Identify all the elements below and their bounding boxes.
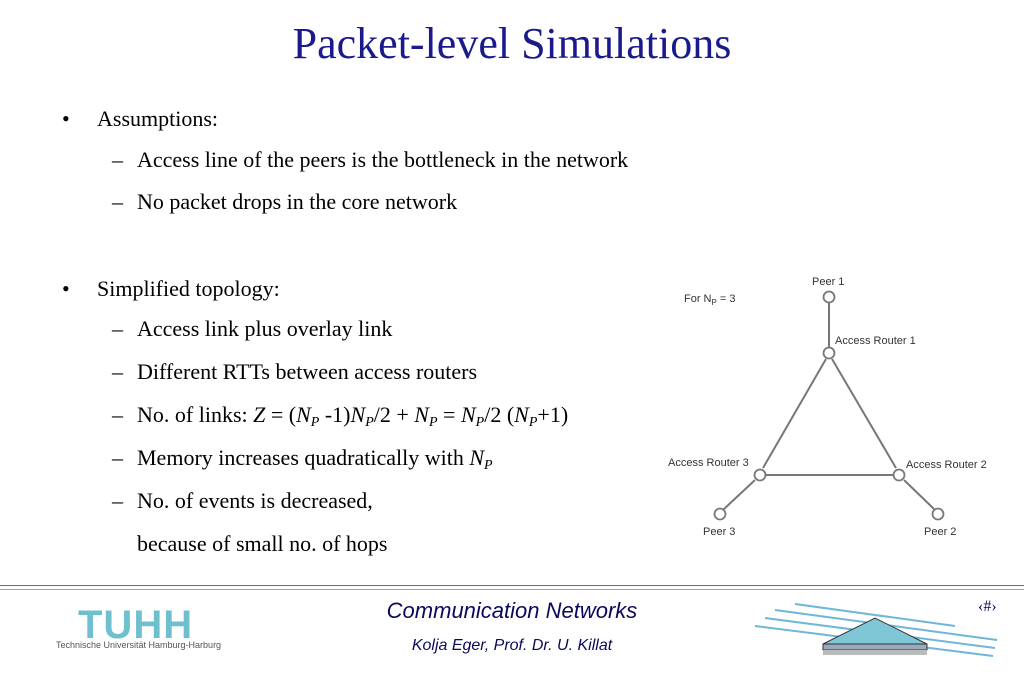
dash-marker: – bbox=[112, 147, 123, 172]
footer-rule bbox=[0, 589, 1024, 590]
formula-subscript: P bbox=[528, 415, 538, 430]
topology-item: Different RTTs between access routers bbox=[137, 359, 478, 384]
memory-item: Memory increases quadratically with NP bbox=[137, 445, 493, 474]
memory-text: N bbox=[469, 445, 485, 470]
dash-marker: – bbox=[112, 316, 123, 341]
logo-text: TUHH bbox=[78, 604, 193, 647]
memory-text: Memory increases quadratically with bbox=[137, 445, 470, 470]
topology-heading: Simplified topology: bbox=[97, 276, 280, 301]
np-label: For NP = 3 bbox=[684, 293, 736, 307]
dash-marker: – bbox=[112, 359, 123, 384]
formula-subscript: P bbox=[428, 415, 438, 430]
peer3-node bbox=[713, 507, 727, 521]
assumption-item: Access line of the peers is the bottlene… bbox=[137, 147, 629, 172]
formula-subscript: P bbox=[365, 415, 374, 430]
assumptions-heading: Assumptions: bbox=[97, 106, 219, 131]
slide-title: Packet-level Simulations bbox=[292, 19, 732, 68]
logo-subtext: Technische Universität Hamburg-Harburg bbox=[56, 640, 221, 650]
formula-text: -1) bbox=[319, 402, 351, 427]
router3-node bbox=[753, 468, 767, 482]
links-formula: No. of links: Z = (NP -1)NP/2 + NP = NP/… bbox=[137, 402, 568, 431]
events-item: No. of events is decreased, bbox=[137, 488, 373, 513]
router1-label: Access Router 1 bbox=[835, 335, 916, 347]
assumption-item: No packet drops in the core network bbox=[137, 189, 458, 214]
link-router1-router3 bbox=[762, 358, 827, 469]
link-router3-peer3 bbox=[723, 479, 756, 510]
footer-authors: Kolja Eger, Prof. Dr. U. Killat bbox=[411, 637, 613, 654]
formula-text: N bbox=[414, 402, 429, 427]
decorative-graphic bbox=[755, 603, 998, 657]
memory-subscript: P bbox=[484, 458, 493, 473]
formula-subscript: P bbox=[310, 415, 320, 430]
peer1-label: Peer 1 bbox=[812, 276, 844, 288]
tuhh-logo: TUHH Technische Universität Hamburg-Harb… bbox=[56, 604, 221, 650]
topology-item: Access link plus overlay link bbox=[137, 316, 393, 341]
link-router2-peer2 bbox=[903, 479, 935, 510]
peer3-label: Peer 3 bbox=[703, 526, 735, 538]
formula-text: = bbox=[437, 402, 461, 427]
link-router1-router2 bbox=[831, 358, 897, 469]
events-item-continued: because of small no. of hops bbox=[137, 531, 388, 556]
formula-text: /2 ( bbox=[484, 402, 515, 427]
router3-label: Access Router 3 bbox=[668, 457, 749, 469]
footer-title: Communication Networks bbox=[386, 598, 638, 623]
formula-text: Z bbox=[253, 402, 266, 427]
router2-node bbox=[892, 468, 906, 482]
formula-text: No. of links: bbox=[137, 402, 254, 427]
topology-diagram: For NP = 3 Peer 1 Access Router 1 Access… bbox=[668, 276, 987, 538]
formula-text: +1) bbox=[537, 402, 569, 427]
peer2-node bbox=[931, 507, 945, 521]
dash-marker: – bbox=[112, 488, 123, 513]
dash-marker: – bbox=[112, 402, 123, 427]
router1-node bbox=[822, 346, 836, 360]
dash-marker: – bbox=[112, 445, 123, 470]
page-number: ‹#› bbox=[978, 598, 997, 615]
bullet-marker: • bbox=[62, 276, 70, 301]
peer1-node bbox=[822, 290, 836, 304]
deco-prism bbox=[822, 617, 928, 645]
router2-label: Access Router 2 bbox=[906, 459, 987, 471]
dash-marker: – bbox=[112, 189, 123, 214]
footer-rule bbox=[0, 585, 1024, 586]
formula-text: N bbox=[350, 402, 366, 427]
formula-text: /2 + bbox=[373, 402, 415, 427]
formula-text: = ( bbox=[265, 402, 297, 427]
formula-text: N bbox=[460, 402, 476, 427]
formula-text: N bbox=[296, 402, 311, 427]
peer2-label: Peer 2 bbox=[924, 526, 956, 538]
formula-subscript: P bbox=[475, 415, 485, 430]
deco-base bbox=[822, 643, 928, 651]
formula-text: N bbox=[514, 402, 529, 427]
bullet-marker: • bbox=[62, 106, 70, 131]
